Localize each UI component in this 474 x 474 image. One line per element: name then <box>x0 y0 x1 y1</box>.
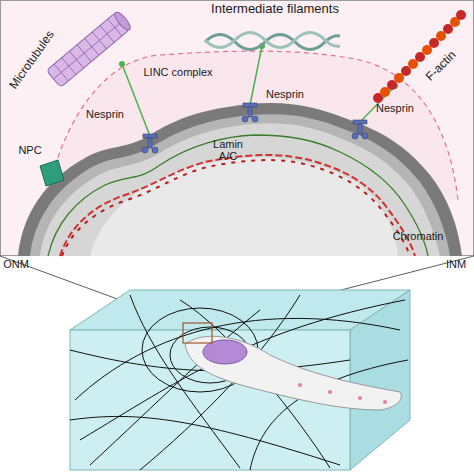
chromatin-strand <box>60 155 415 256</box>
cell-spots <box>298 383 387 404</box>
zoom-box <box>183 323 212 343</box>
inner-nuclear-membrane <box>30 114 450 256</box>
filament-label: Intermediate filaments <box>211 2 339 16</box>
protein-label: Lamin A/C <box>206 138 250 162</box>
nucleoplasm <box>40 123 440 256</box>
pore-label: NPC <box>18 144 41 156</box>
chromatin-label: Chromatin <box>393 230 444 242</box>
nesprin-line <box>250 46 262 105</box>
membrane-label: ONM <box>3 258 29 270</box>
lamina-line <box>48 135 428 256</box>
nuclear-pore <box>40 160 64 186</box>
microtubule <box>46 10 132 87</box>
linc-proteins <box>142 103 368 153</box>
matrix-fibers <box>70 295 408 470</box>
outer-nuclear-membrane <box>18 103 462 256</box>
chromatin-strand <box>62 160 410 256</box>
cell-body <box>185 336 401 410</box>
protein-label: Nesprin <box>86 108 124 120</box>
complex-label: LINC complex <box>143 66 212 78</box>
nucleus-core <box>90 158 398 256</box>
membrane-label: INM <box>446 258 466 270</box>
matrix-side <box>350 290 410 470</box>
intermediate-filament <box>205 33 340 48</box>
actin-filament <box>373 10 466 103</box>
protein-label: Nesprin <box>266 88 304 100</box>
detail-panel <box>1 1 474 256</box>
cell-nucleus <box>203 340 247 364</box>
protein-label: Nesprin <box>376 102 414 114</box>
nesprin-end <box>119 61 125 67</box>
